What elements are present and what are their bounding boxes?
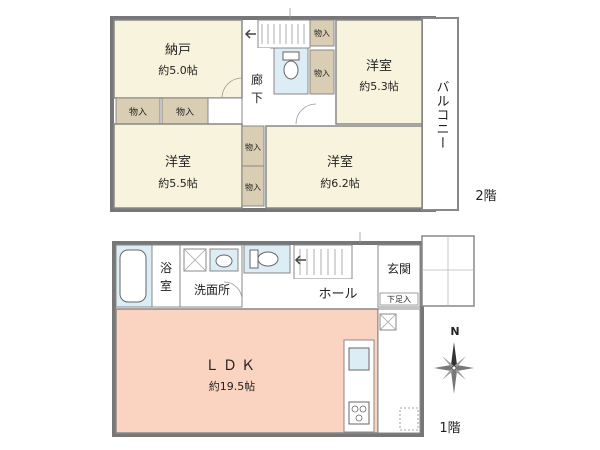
room-youshitsu-ne: [335, 19, 423, 125]
washroom-label: 洗面所: [194, 283, 230, 297]
room-nando-name: 納戸: [165, 43, 191, 58]
balcony-label: バルコニー: [434, 80, 450, 150]
corridor-label-1: 廊: [251, 72, 263, 87]
toilet-bowl-2f: [283, 60, 299, 80]
toilet-bowl-1f: [257, 251, 279, 267]
room-youshitsu-ne-name: 洋室: [366, 58, 392, 74]
storage-2f-f-label: 物入: [314, 68, 330, 78]
room-nando-area: 約5.0帖: [158, 63, 198, 77]
corridor: [244, 48, 270, 124]
storage-2f-a-label: 物入: [129, 106, 147, 118]
entrance-label: 玄関: [387, 261, 411, 276]
bathtub: [119, 249, 147, 303]
room-youshitsu-s-name: 洋室: [327, 154, 353, 170]
second-floor: バルコニー 納戸 約5.0帖 物入 物入 洋室 約5.5帖 物入 物入 洋室 約…: [110, 8, 497, 212]
storage-2f-f: [309, 49, 335, 95]
ldk-label: ＬＤＫ: [205, 358, 259, 374]
door-swings-1f: [223, 232, 361, 301]
hall-label: ホール: [318, 287, 357, 302]
bath-label-2: 室: [160, 278, 172, 293]
storage-2f-e-label: 物入: [314, 28, 330, 38]
compass-icon: [434, 342, 474, 394]
storage-2f-d-label: 物入: [245, 182, 261, 192]
room-youshitsu-s-area: 約6.2帖: [320, 176, 360, 190]
balcony: [421, 17, 459, 211]
floor1-label: 1階: [439, 421, 460, 436]
room-youshitsu-ne-area: 約5.3帖: [359, 79, 399, 93]
shoe-storage: [379, 292, 419, 306]
storage-2f-b-label: 物入: [176, 106, 194, 118]
first-floor: 浴 室 浴室 洗面所 ホール 玄関 下足入 ＬＤＫ 約19: [112, 232, 475, 437]
storage-2f-e: [309, 19, 335, 47]
room-nando: [113, 19, 243, 99]
room-ldk: [115, 308, 379, 434]
room-youshitsu-sw-area: 約5.5帖: [158, 176, 198, 190]
toilet-tank-2f: [282, 51, 300, 61]
ldk-area: 約19.5帖: [209, 379, 256, 393]
closet-door-area: [207, 97, 243, 125]
corridor-label-2: 下: [251, 91, 263, 105]
kitchen-sink: [348, 347, 370, 371]
stairs-2f: [244, 19, 311, 49]
toilet-tank-1f: [249, 249, 259, 269]
fridge-space: [399, 407, 419, 431]
floor2-label: 2階: [475, 189, 496, 204]
compass-north-label: N: [450, 325, 459, 338]
storage-2f-c-label: 物入: [245, 142, 261, 152]
room-youshitsu-sw: [113, 123, 243, 209]
compass-rose: N: [434, 325, 474, 394]
stove: [348, 401, 370, 425]
room-youshitsu-s: [265, 125, 423, 209]
room-youshitsu-sw-name: 洋室: [165, 154, 191, 170]
hall: [244, 279, 378, 307]
door-swings-2f: [221, 8, 317, 125]
shoe-storage-label: 下足入: [387, 295, 411, 304]
room-bath: [151, 244, 181, 308]
bath-label-1: 浴: [160, 261, 172, 275]
stairs-1f: [293, 244, 353, 280]
storage-2f-d: [241, 165, 265, 207]
